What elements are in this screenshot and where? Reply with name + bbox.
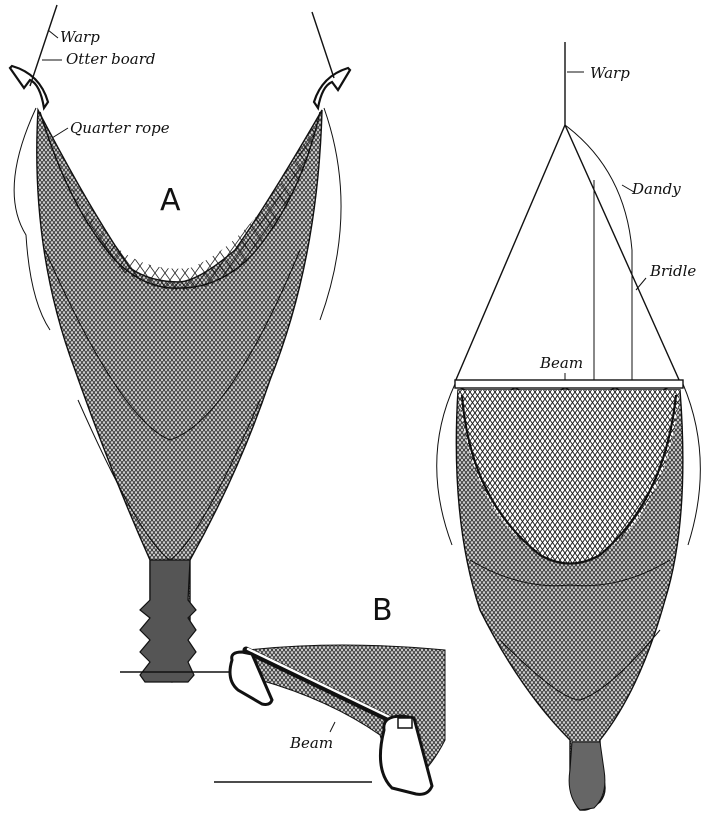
beam-b (455, 380, 683, 388)
label-warp-a: Warp (60, 28, 100, 46)
detail-beam-clamp (398, 718, 412, 728)
otter-board-left (10, 66, 48, 108)
bridle-right (565, 125, 680, 382)
leader-bridle (636, 278, 646, 290)
side-rope-right-b (683, 384, 700, 545)
leader-beam-detail (330, 722, 335, 732)
bridle-left (455, 125, 565, 382)
label-dandy: Dandy (631, 180, 681, 198)
otter-trawl-net-a: Warp Otter board Quarter rope A (10, 5, 350, 682)
label-quarter-rope: Quarter rope (70, 119, 170, 137)
warp-line-right-a (312, 12, 334, 78)
warp-line-left-a (30, 5, 57, 86)
cod-end-b (569, 742, 605, 810)
leader-warp-a (48, 30, 58, 38)
label-beam-detail: Beam (289, 734, 333, 752)
figure-letter-b: B (372, 593, 393, 628)
figure-letter-a: A (160, 183, 181, 218)
beam-trawl-net-b: Warp Dandy Bridle Beam (437, 42, 701, 810)
cod-end-a (140, 560, 196, 682)
label-bridle: Bridle (649, 262, 696, 280)
leader-quarter-rope-a (52, 128, 68, 138)
quarter-rope-right (320, 108, 341, 320)
label-otter-board: Otter board (66, 50, 156, 68)
label-warp-b: Warp (590, 64, 630, 82)
dandy-line (565, 125, 632, 385)
side-rope-left-b (437, 384, 455, 545)
label-beam-b: Beam (539, 354, 583, 372)
